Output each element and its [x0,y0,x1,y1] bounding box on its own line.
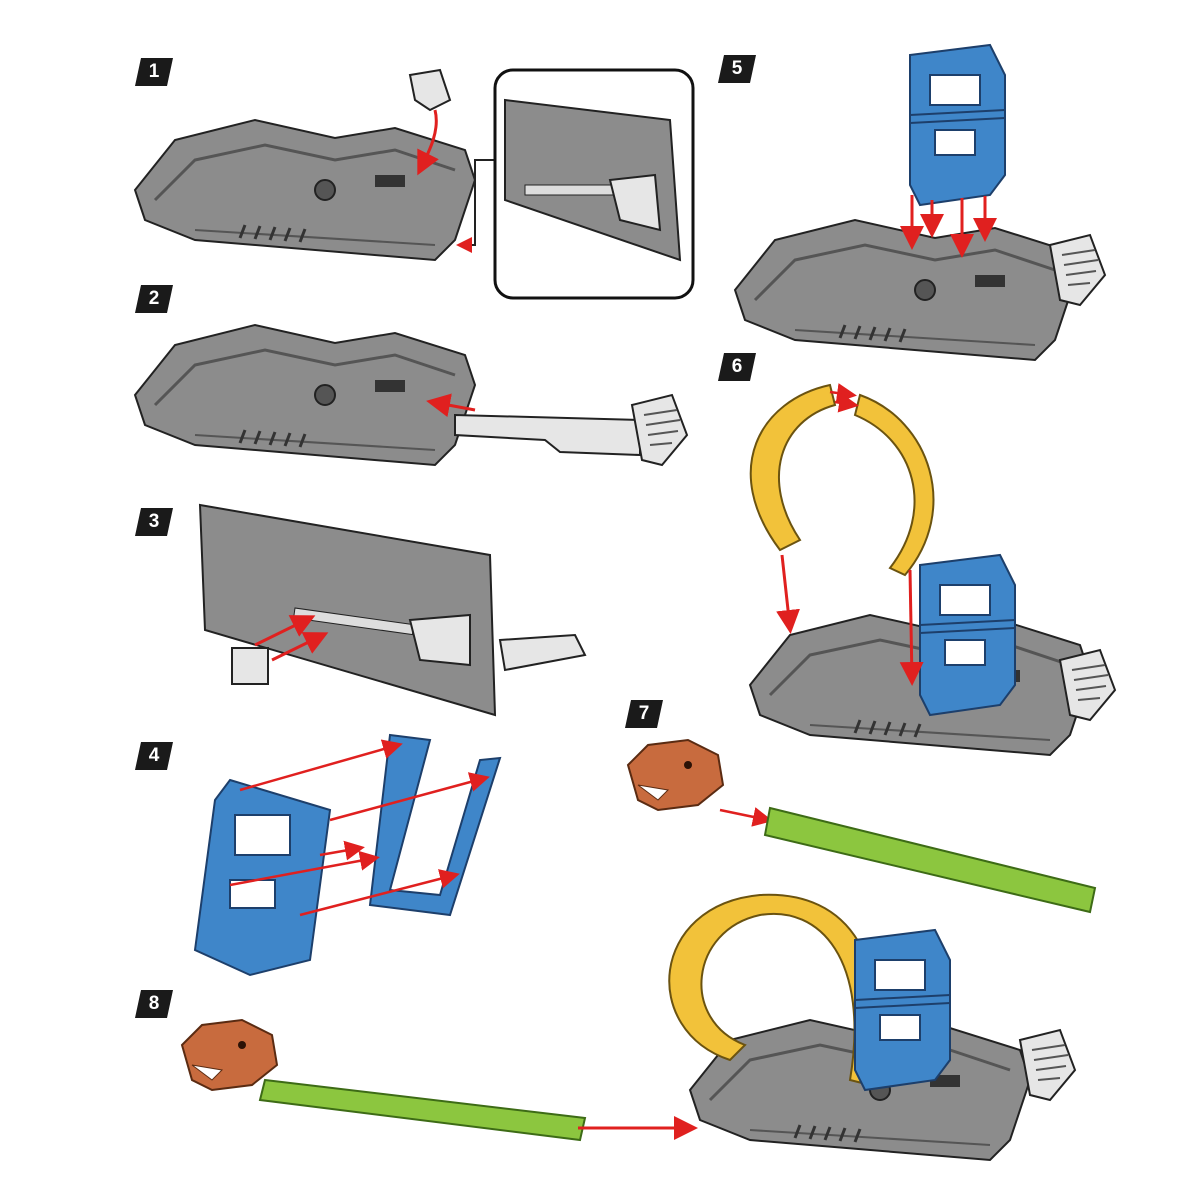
step-7-number: 7 [638,703,650,724]
step-7-illustration [627,739,1097,914]
step-6-illustration [748,383,1116,757]
step-3-number: 3 [148,511,160,532]
step-2-badge: 2 [135,285,173,313]
step-5-illustration [733,44,1106,362]
step-4-illustration [193,733,502,977]
step-8-number: 8 [148,993,160,1014]
step-3-badge: 3 [135,508,173,536]
step-7-badge: 7 [625,700,663,728]
step-1-badge: 1 [135,58,173,86]
step-8-illustration [181,893,1076,1162]
step-2-illustration [133,323,688,467]
step-4-badge: 4 [135,742,173,770]
step-5-badge: 5 [718,55,756,83]
step-6-number: 6 [731,356,743,377]
step-8-badge: 8 [135,990,173,1018]
step-1-number: 1 [148,61,160,82]
step-1-illustration [133,68,695,300]
step-3-illustration [198,503,587,717]
step-5-number: 5 [731,58,743,79]
step-2-number: 2 [148,288,160,309]
step-4-number: 4 [148,745,160,766]
step-6-badge: 6 [718,353,756,381]
